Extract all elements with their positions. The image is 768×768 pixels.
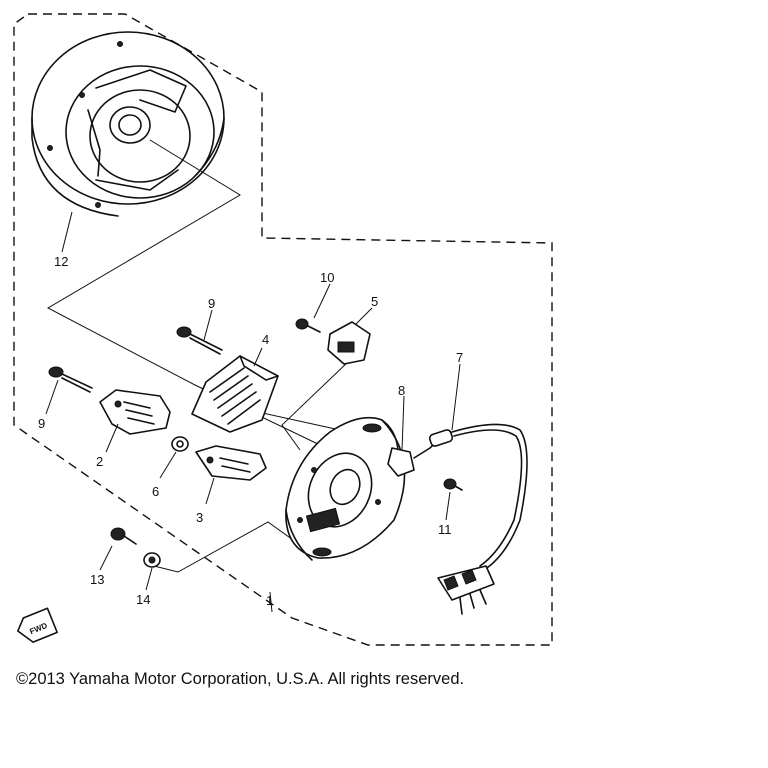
part-label-8: 8 bbox=[398, 383, 405, 398]
part-label-9-lower: 9 bbox=[38, 416, 45, 431]
pulser-coil bbox=[99, 389, 171, 435]
screw-13 bbox=[110, 527, 137, 545]
part-label-7: 7 bbox=[456, 350, 463, 365]
washer-14 bbox=[143, 552, 161, 568]
source-coil bbox=[195, 445, 267, 481]
lighting-coil bbox=[327, 321, 371, 365]
forward-direction-icon: FWD bbox=[17, 607, 58, 643]
wire-harness bbox=[387, 423, 528, 615]
bolt-9-upper bbox=[176, 326, 223, 355]
part-label-3: 3 bbox=[196, 510, 203, 525]
part-label-13: 13 bbox=[90, 572, 104, 587]
part-label-14: 14 bbox=[136, 592, 150, 607]
assembly-boundary bbox=[13, 13, 553, 646]
leader-lines bbox=[45, 283, 461, 613]
copyright-notice: ©2013 Yamaha Motor Corporation, U.S.A. A… bbox=[16, 670, 465, 688]
stator-coil bbox=[191, 355, 279, 433]
collar-6 bbox=[171, 436, 189, 452]
flywheel-rotor bbox=[31, 31, 225, 217]
part-label-4: 4 bbox=[262, 332, 269, 347]
part-label-12: 12 bbox=[54, 254, 68, 269]
part-label-5: 5 bbox=[371, 294, 378, 309]
bolt-9-lower bbox=[48, 366, 93, 393]
screw-11 bbox=[443, 478, 463, 491]
exploded-parts-diagram: 1 2 3 4 5 6 7 8 9 9 10 11 12 13 14 FWD bbox=[13, 13, 553, 646]
stator-base-plate bbox=[285, 416, 406, 561]
part-label-2: 2 bbox=[96, 454, 103, 469]
part-label-1: 1 bbox=[266, 593, 273, 608]
part-label-6: 6 bbox=[152, 484, 159, 499]
part-label-9-upper: 9 bbox=[208, 296, 215, 311]
screw-10 bbox=[295, 318, 321, 333]
part-label-10: 10 bbox=[320, 270, 334, 285]
part-label-11: 11 bbox=[438, 522, 452, 537]
